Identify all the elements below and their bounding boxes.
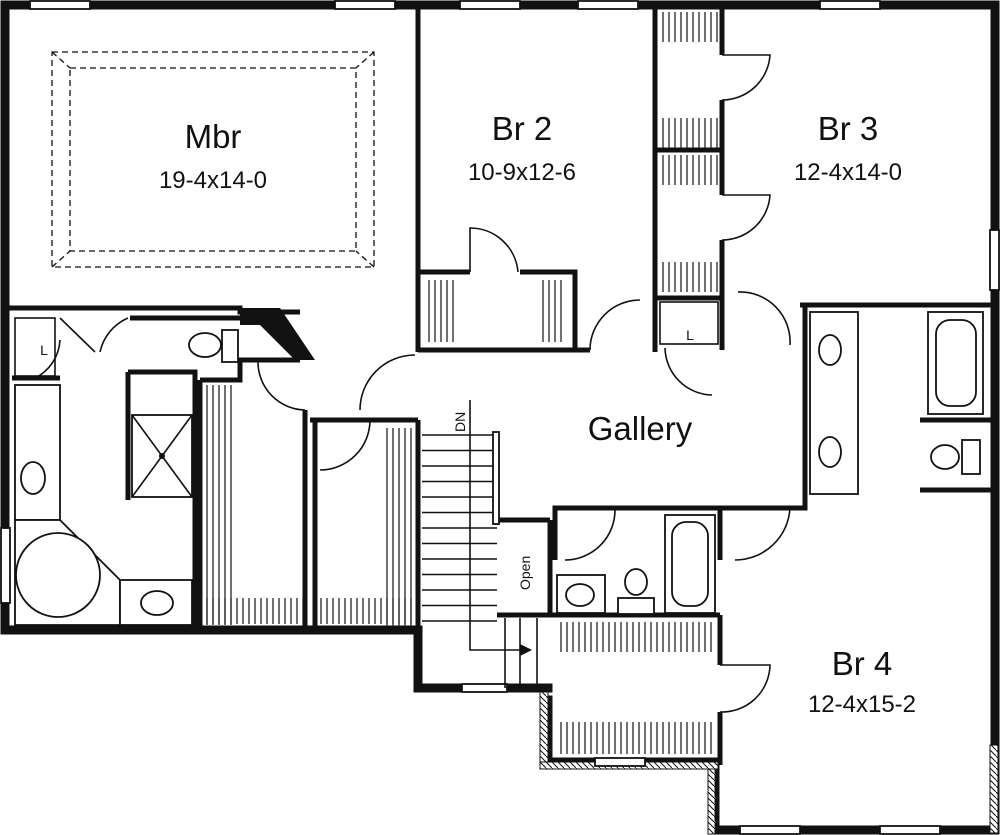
mbr-name: Mbr <box>185 118 242 155</box>
linen-center-label: L <box>686 327 694 343</box>
br2-name: Br 2 <box>492 110 553 147</box>
linen-left-label: L <box>40 342 48 358</box>
stair-rail <box>492 431 500 525</box>
staircase <box>422 400 538 688</box>
br3-name: Br 3 <box>818 110 879 147</box>
gallery-name: Gallery <box>588 410 693 447</box>
br3-dims: 12-4x14-0 <box>794 159 902 186</box>
br4-name: Br 4 <box>832 645 893 682</box>
closets <box>205 12 718 754</box>
stair-arrowhead <box>520 644 532 656</box>
br2-dims: 10-9x12-6 <box>468 159 576 186</box>
stair-down-label: DN <box>452 412 468 432</box>
tray-ceiling <box>51 51 375 268</box>
mbr-dims: 19-4x14-0 <box>159 167 267 194</box>
interior-walls <box>5 5 995 765</box>
open-to-below-label: Open <box>517 556 533 590</box>
stair-direction-arrow <box>469 400 530 651</box>
fixtures <box>14 301 984 626</box>
chase-wedge <box>240 308 315 360</box>
br4-dims: 12-4x15-2 <box>808 691 916 718</box>
